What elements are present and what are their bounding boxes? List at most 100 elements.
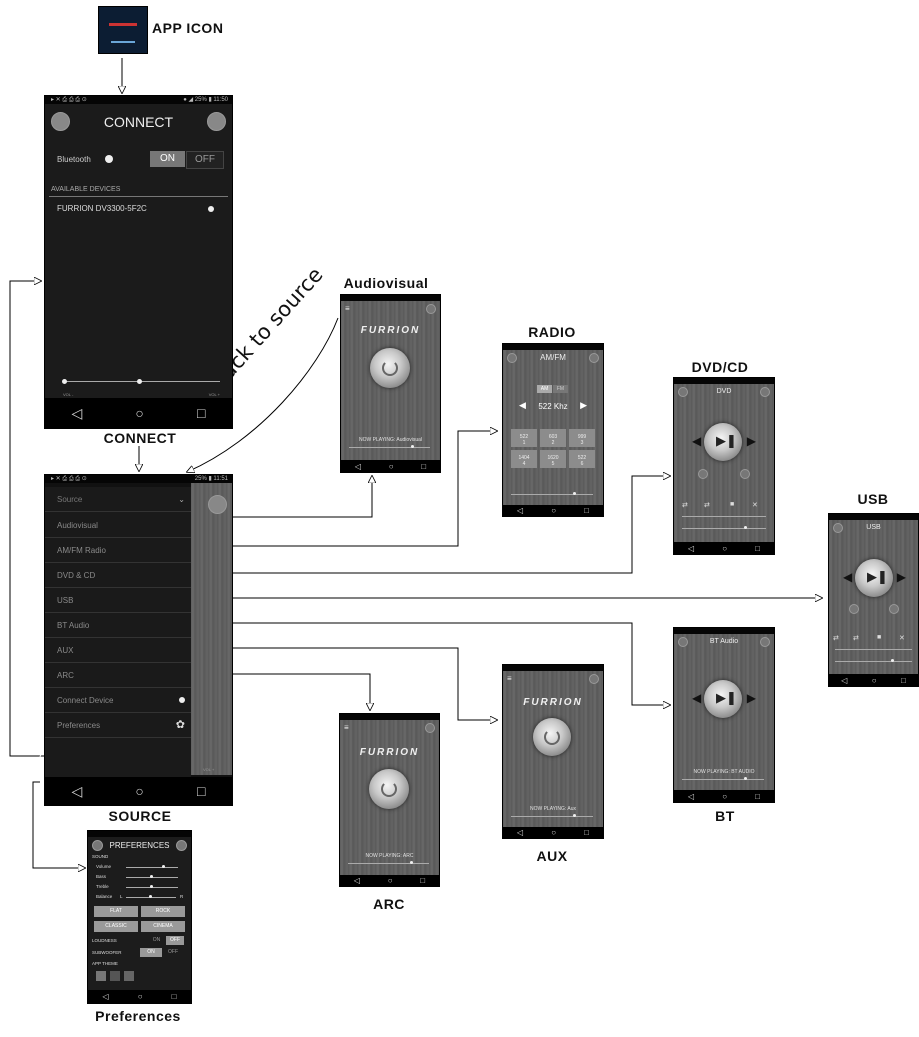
volume-slider[interactable] (511, 494, 593, 495)
app-icon[interactable] (98, 6, 148, 54)
source-item-connect-device[interactable]: Connect Device (45, 688, 191, 713)
nav-back-icon[interactable]: ◁ (102, 992, 109, 1001)
back-icon[interactable] (833, 523, 843, 533)
stop-icon[interactable]: ■ (877, 634, 882, 641)
source-item-amfm-radio[interactable]: AM/FM Radio (45, 538, 191, 563)
menu-icon[interactable]: ≡ (344, 723, 349, 732)
volume-slider-handle-secondary[interactable] (137, 379, 142, 384)
nav-home-icon[interactable]: ○ (387, 876, 393, 885)
nav-back-icon[interactable]: ◁ (71, 404, 83, 421)
nav-home-icon[interactable]: ○ (871, 675, 877, 685)
volume-slider-handle[interactable] (891, 659, 894, 662)
bass-slider-handle[interactable] (150, 875, 153, 878)
source-menu-header[interactable]: Source⌄ (45, 487, 191, 512)
volume-slider-handle[interactable] (573, 492, 576, 495)
volume-slider[interactable] (835, 661, 912, 662)
tune-down-icon[interactable]: ◀ (519, 400, 526, 410)
source-item-bt-audio[interactable]: BT Audio (45, 613, 191, 638)
nav-recents-icon[interactable]: □ (196, 405, 206, 421)
eq-classic-button[interactable]: CLASSIC (94, 921, 138, 932)
volume-slider-handle[interactable] (162, 865, 165, 868)
forward-button[interactable] (889, 604, 899, 614)
shuffle-icon[interactable]: ✕ (752, 502, 758, 509)
nav-home-icon[interactable]: ○ (722, 543, 728, 553)
nav-back-icon[interactable]: ◁ (517, 506, 524, 515)
nav-back-icon[interactable]: ◁ (841, 675, 848, 685)
rewind-button[interactable] (849, 604, 859, 614)
repeat-all-icon[interactable]: ⇄ (704, 502, 710, 509)
power-button[interactable] (370, 348, 410, 388)
nav-home-icon[interactable]: ○ (137, 992, 143, 1001)
mute-icon[interactable] (589, 353, 599, 363)
mute-icon[interactable] (208, 495, 227, 514)
source-item-preferences[interactable]: Preferences✿ (45, 713, 191, 738)
nav-home-icon[interactable]: ○ (135, 783, 144, 799)
nav-home-icon[interactable]: ○ (722, 791, 728, 801)
mute-icon[interactable] (426, 304, 436, 314)
theme-swatch-1[interactable] (96, 971, 106, 981)
device-item[interactable]: FURRION DV3300-5F2C (57, 204, 147, 213)
nav-home-icon[interactable]: ○ (551, 828, 557, 837)
mute-icon[interactable] (176, 840, 187, 851)
source-item-dvd-cd[interactable]: DVD & CD (45, 563, 191, 588)
theme-swatch-2[interactable] (110, 971, 120, 981)
back-icon[interactable] (51, 112, 70, 131)
repeat-icon[interactable]: ⇄ (833, 635, 839, 642)
forward-button[interactable] (740, 469, 750, 479)
play-pause-button[interactable]: ▶❚ (855, 559, 893, 597)
repeat-icon[interactable]: ⇄ (682, 502, 688, 509)
volume-slider[interactable] (126, 867, 178, 868)
prev-icon[interactable]: ◀ (692, 691, 702, 705)
volume-slider[interactable] (682, 779, 764, 780)
nav-back-icon[interactable]: ◁ (354, 461, 362, 471)
nav-home-icon[interactable]: ○ (551, 506, 557, 515)
nav-back-icon[interactable]: ◁ (517, 828, 524, 837)
volume-slider-handle[interactable] (410, 861, 413, 864)
nav-recents-icon[interactable]: □ (900, 675, 906, 685)
power-button[interactable] (369, 769, 409, 809)
bluetooth-on-button[interactable]: ON (150, 151, 185, 167)
nav-back-icon[interactable]: ◁ (353, 876, 361, 885)
menu-icon[interactable]: ≡ (345, 304, 350, 313)
mute-icon[interactable] (589, 674, 599, 684)
volume-slider-handle[interactable] (573, 814, 576, 817)
back-icon[interactable] (507, 353, 517, 363)
eq-cinema-button[interactable]: CINEMA (141, 921, 185, 932)
subwoofer-on-button[interactable]: ON (140, 948, 162, 957)
volume-slider-handle[interactable] (62, 379, 67, 384)
volume-slider[interactable] (349, 447, 430, 448)
nav-recents-icon[interactable]: □ (420, 876, 426, 885)
band-am-button[interactable]: AM (537, 385, 552, 393)
source-item-arc[interactable]: ARC (45, 663, 191, 688)
prev-icon[interactable]: ◀ (843, 570, 853, 584)
loudness-off-button[interactable]: OFF (166, 936, 184, 945)
nav-back-icon[interactable]: ◁ (71, 782, 83, 799)
nav-recents-icon[interactable]: □ (584, 828, 589, 837)
volume-slider-handle[interactable] (744, 526, 747, 529)
next-icon[interactable]: ▶ (746, 691, 756, 705)
nav-recents-icon[interactable]: □ (755, 543, 760, 553)
volume-slider-handle[interactable] (744, 777, 747, 780)
tune-up-icon[interactable]: ▶ (580, 400, 587, 410)
back-icon[interactable] (678, 387, 688, 397)
power-button[interactable] (533, 718, 571, 756)
nav-recents-icon[interactable]: □ (755, 791, 760, 801)
nav-home-icon[interactable]: ○ (388, 461, 394, 471)
mute-icon[interactable] (425, 723, 435, 733)
next-icon[interactable]: ▶ (746, 434, 756, 448)
mute-icon[interactable] (760, 637, 770, 647)
mute-icon[interactable] (760, 387, 770, 397)
band-fm-button[interactable]: FM (553, 385, 568, 393)
nav-back-icon[interactable]: ◁ (688, 791, 695, 801)
eq-flat-button[interactable]: FLAT (94, 906, 138, 917)
progress-slider[interactable] (835, 649, 912, 650)
play-pause-button[interactable]: ▶❚ (704, 423, 742, 461)
volume-slider[interactable] (348, 863, 429, 864)
menu-icon[interactable]: ≡ (507, 674, 512, 683)
source-item-audiovisual[interactable]: Audiovisual (45, 513, 191, 538)
source-item-usb[interactable]: USB (45, 588, 191, 613)
bluetooth-off-button[interactable]: OFF (186, 151, 224, 169)
treble-slider-handle[interactable] (150, 885, 153, 888)
nav-recents-icon[interactable]: □ (171, 992, 177, 1001)
balance-slider-handle[interactable] (149, 895, 152, 898)
